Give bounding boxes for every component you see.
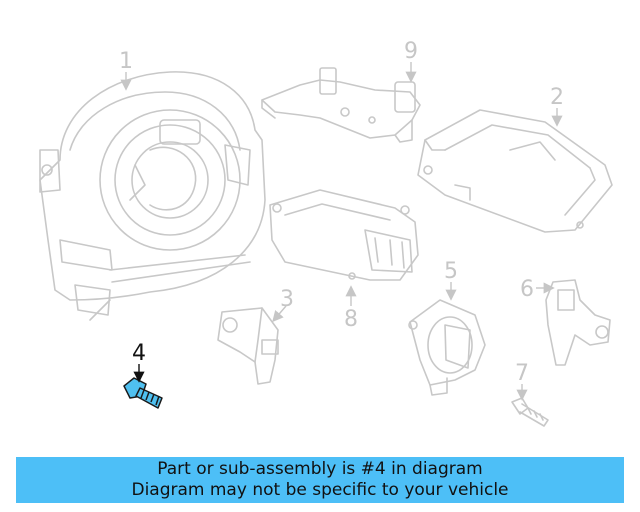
callout-8: 8: [344, 307, 358, 332]
part-1-clock-spring[interactable]: [39, 71, 266, 321]
banner-line-1: Part or sub-assembly is #4 in diagram: [157, 459, 483, 479]
callout-5: 5: [444, 259, 458, 284]
leader-3: [272, 305, 287, 323]
part-8-module[interactable]: [269, 189, 419, 281]
callout-9: 9: [404, 39, 418, 64]
part-3-sensor[interactable]: [217, 307, 279, 385]
part-9-bracket[interactable]: [261, 67, 421, 143]
callout-3: 3: [280, 287, 294, 312]
part-4-bolt-highlighted[interactable]: [123, 377, 163, 409]
banner-line-2: Diagram may not be specific to your vehi…: [131, 480, 509, 500]
part-7-bolt[interactable]: [511, 397, 549, 427]
info-banner: Part or sub-assembly is #4 in diagram Di…: [16, 457, 624, 503]
callout-1: 1: [119, 49, 133, 74]
callout-6: 6: [520, 277, 534, 302]
part-5-sensor[interactable]: [408, 299, 486, 396]
callout-2: 2: [550, 85, 564, 110]
part-6-sensor[interactable]: [545, 279, 611, 366]
parts-diagram: 1 9 2 8 3: [39, 39, 613, 427]
part-2-control-module[interactable]: [417, 109, 613, 233]
callout-4: 4: [132, 341, 146, 366]
callout-7: 7: [515, 361, 529, 386]
